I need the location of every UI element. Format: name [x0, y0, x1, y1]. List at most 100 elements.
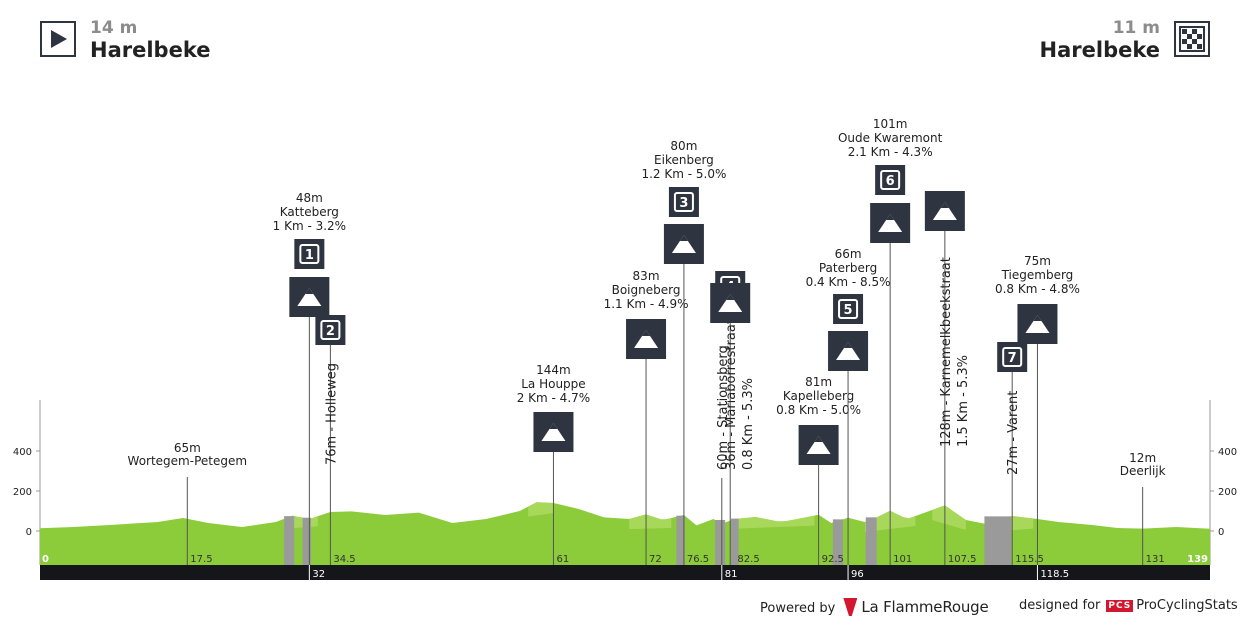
marker-label: Wortegem-Petegem [128, 454, 248, 468]
mountain-icon-peak [297, 288, 322, 306]
mountain-icon-snow [814, 436, 823, 442]
climb-number-frame [880, 170, 901, 190]
distance-bar [40, 565, 1210, 580]
finish-altitude: 11 m [1112, 18, 1160, 38]
climb-label: Kapelleberg [783, 389, 854, 403]
climb-label: Oude Kwaremont [838, 131, 943, 145]
climb-number-frame [1002, 347, 1023, 367]
cobbled-section [832, 519, 844, 565]
mountain-icon-peak [1025, 315, 1050, 333]
climb-number: 1 [305, 248, 314, 263]
vertical-climb-label: 36m - Mariaborrestraat [724, 319, 739, 470]
climb-shading [528, 502, 554, 517]
climb-label: 101m [873, 117, 908, 131]
cobbled-section [284, 516, 295, 565]
play-flag-icon [40, 21, 76, 57]
mountain-icon-peak [878, 214, 903, 232]
climb-label: Boigneberg [612, 283, 681, 297]
climb-label: Eikenberg [654, 153, 714, 167]
bar-tick-label: 32 [312, 569, 325, 580]
powered-by-text: Powered by [760, 601, 836, 616]
climb-label: 1.2 Km - 5.0% [641, 167, 726, 181]
bar-tick-label: 118.5 [1040, 569, 1069, 580]
mountain-icon-peak [932, 202, 957, 220]
mountain-icon-peak [806, 436, 831, 454]
climb-number-frame [838, 299, 859, 319]
finish-town: Harelbeke [1039, 38, 1160, 62]
x-tick-label: 34.5 [333, 554, 355, 565]
climb-label: 2.1 Km - 4.3% [848, 145, 933, 159]
designed-for-text: designed for [1019, 598, 1101, 613]
right-y-tick-label: 0 [1218, 527, 1224, 538]
climb-label: 0.8 Km - 5.0% [776, 403, 861, 417]
mountain-icon-snow [642, 330, 651, 336]
la-flamme-rouge-logo-icon [843, 598, 858, 616]
checkered-flag-icon [1174, 21, 1210, 57]
mountain-icon-snow [726, 294, 735, 300]
left-y-tick-label: 400 [13, 447, 32, 458]
climb-label: 75m [1024, 254, 1051, 268]
x-tick-label: 82.5 [737, 554, 759, 565]
x-tick-label: 139 [1187, 554, 1208, 565]
x-tick-label: 0 [42, 554, 49, 565]
x-tick-label: 107.5 [948, 554, 977, 565]
mountain-icon-snow [886, 214, 895, 220]
mountain-icon-peak [718, 294, 743, 312]
pcs-logo-icon: PCS [1106, 600, 1134, 612]
climb-number: 2 [326, 324, 335, 339]
climb-label: Katteberg [280, 205, 339, 219]
cobbled-section [984, 516, 1012, 565]
climb-label: 0.8 Km - 4.8% [995, 282, 1080, 296]
x-tick-label: 131 [1146, 554, 1165, 565]
la-flamme-rouge-text: La FlammeRouge [861, 598, 989, 616]
climb-shading [932, 505, 966, 530]
marker-label: 65m [174, 441, 201, 455]
start-altitude: 14 m [90, 18, 138, 38]
vertical-climb-label: 76m - Holleweg [324, 363, 339, 465]
cobbled-section [865, 517, 877, 565]
climb-label: 48m [296, 191, 323, 205]
climb-label: 66m [835, 247, 862, 261]
start-town: Harelbeke [90, 38, 211, 62]
marker-label: Deerlijk [1120, 464, 1166, 478]
cobbled-section [715, 519, 726, 565]
climb-label: 80m [670, 139, 697, 153]
vertical-climb-label: 27m - Varent [1006, 391, 1021, 475]
climb-number-frame [673, 192, 694, 212]
climb-label: 2 Km - 4.7% [517, 391, 590, 405]
x-tick-label: 115.5 [1015, 554, 1044, 565]
mountain-icon-snow [844, 342, 853, 348]
climb-label: Paterberg [819, 261, 877, 275]
vertical-climb-label: 1.5 Km - 5.3% [956, 355, 971, 447]
x-tick-label: 61 [556, 554, 569, 565]
climb-number-frame [320, 320, 341, 340]
climb-number-frame [299, 244, 320, 264]
cobbled-section [731, 518, 739, 565]
elevation-area [40, 502, 1210, 565]
climb-number: 6 [886, 174, 895, 189]
cobbled-section [302, 517, 312, 565]
x-tick-label: 92.5 [822, 554, 844, 565]
vertical-climb-label: 128m - Karnemelkbeekstraat [939, 257, 954, 447]
x-tick-label: 101 [893, 554, 912, 565]
climb-label: 144m [536, 363, 571, 377]
climb-label: 1 Km - 3.2% [273, 219, 346, 233]
mountain-icon-peak [671, 235, 696, 253]
mountain-icon-snow [940, 202, 949, 208]
climb-number: 5 [844, 303, 853, 318]
right-y-tick-label: 400 [1218, 447, 1237, 458]
left-y-tick-label: 200 [13, 487, 32, 498]
vertical-climb-label: 0.8 Km - 5.3% [741, 378, 756, 470]
mountain-icon-snow [679, 235, 688, 241]
procyclingstats-text: ProCyclingStats [1136, 598, 1238, 613]
climb-label: 0.4 Km - 8.5% [806, 275, 891, 289]
left-y-tick-label: 0 [26, 527, 32, 538]
climb-shading [629, 514, 672, 529]
bar-tick-label: 96 [851, 569, 864, 580]
x-tick-label: 76.5 [687, 554, 709, 565]
mountain-icon-peak [541, 423, 566, 441]
mountain-icon-snow [1033, 315, 1042, 321]
climb-number: 7 [1008, 351, 1017, 366]
